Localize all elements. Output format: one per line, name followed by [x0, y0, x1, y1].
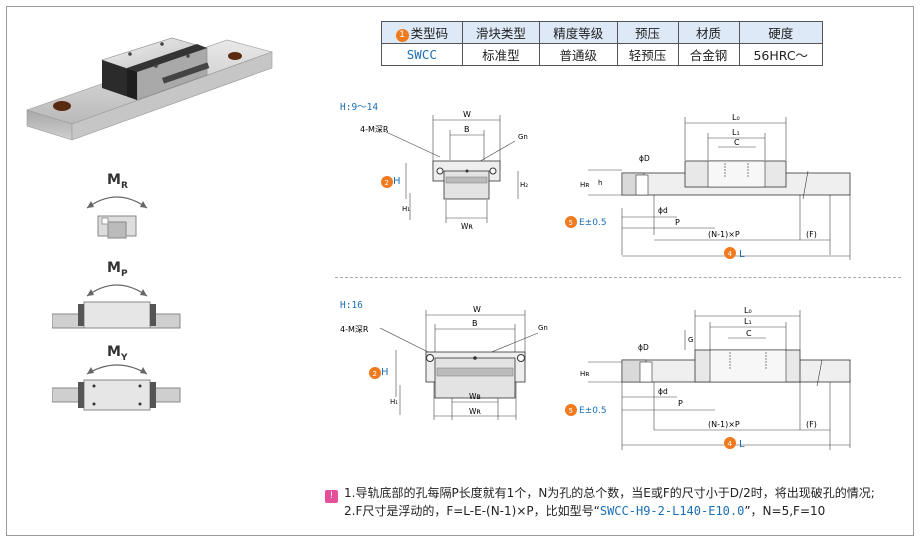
moment-mp-diagram	[51, 284, 181, 329]
svg-text:C: C	[746, 329, 752, 338]
svg-text:4: 4	[728, 440, 733, 448]
value-hardness: 56HRC～	[738, 43, 824, 66]
value-material: 合金钢	[677, 43, 740, 66]
svg-text:C: C	[734, 138, 740, 147]
section2-side-view: L₀ G L₁ C ϕD Hʀ ϕd P 5 E±0.5 (N-1)×P (F)…	[565, 306, 851, 450]
svg-text:Gn: Gn	[538, 324, 548, 332]
value-precision: 普通级	[539, 43, 618, 66]
svg-text:Wʙ: Wʙ	[469, 392, 481, 401]
section1-cross-section: W B Gn 4-M深R 2 H H₂ H₁ Wʀ	[360, 110, 528, 231]
section2-cross-section: W B Gn 4-M深R 2 H H₁ Wʙ Wʀ	[340, 305, 548, 420]
svg-text:5: 5	[569, 219, 573, 227]
header-hardness: 硬度	[738, 21, 824, 44]
section1-label: H:9～14	[340, 102, 379, 113]
notes: !1.导轨底部的孔每隔P长度就有1个，N为孔的总个数，当E或F的尺寸小于D/2时…	[325, 485, 910, 520]
svg-text:4-M深R: 4-M深R	[340, 325, 369, 334]
value-slider-type: 标准型	[461, 43, 541, 66]
note-info-icon: !	[325, 490, 338, 503]
header-preload: 预压	[616, 21, 679, 44]
svg-text:W: W	[463, 110, 471, 119]
note-line-2: 2.F尺寸是浮动的，F=L-E-(N-1)×P，比如型号“SWCC-H9-2-L…	[344, 504, 826, 518]
svg-text:ϕD: ϕD	[639, 154, 650, 163]
svg-text:2: 2	[373, 370, 377, 378]
svg-text:E±0.5: E±0.5	[579, 218, 607, 228]
svg-text:(N-1)×P: (N-1)×P	[708, 420, 740, 429]
svg-text:(N-1)×P: (N-1)×P	[708, 230, 740, 239]
svg-text:L: L	[739, 439, 745, 450]
svg-text:H₂: H₂	[520, 181, 528, 189]
svg-text:ϕD: ϕD	[638, 343, 649, 352]
svg-text:L₀: L₀	[732, 113, 740, 122]
page-frame	[6, 6, 914, 536]
svg-text:B: B	[464, 125, 470, 134]
moment-my: MY	[51, 344, 182, 424]
svg-text:P: P	[678, 399, 683, 408]
svg-text:Hʀ: Hʀ	[580, 181, 590, 189]
svg-text:L: L	[739, 249, 745, 260]
svg-text:L₁: L₁	[732, 128, 740, 137]
svg-text:G: G	[688, 336, 693, 344]
svg-text:ϕd: ϕd	[658, 387, 668, 396]
svg-text:H: H	[393, 176, 401, 187]
svg-text:Gn: Gn	[518, 133, 528, 141]
section-divider	[335, 277, 901, 278]
svg-text:4-M深R: 4-M深R	[360, 125, 389, 134]
value-type-code[interactable]: SWCC	[381, 43, 463, 66]
svg-text:Hʀ: Hʀ	[580, 370, 590, 378]
svg-text:5: 5	[569, 407, 573, 415]
badge-1: 1	[395, 29, 409, 42]
product-photo	[26, 37, 274, 141]
example-part-number[interactable]: SWCC-H9-2-L140-E10.0	[599, 504, 745, 518]
svg-text:ϕd: ϕd	[658, 206, 668, 215]
header-slider-type: 滑块类型	[461, 21, 541, 44]
svg-text:2: 2	[385, 179, 389, 187]
svg-text:(F): (F)	[806, 420, 817, 429]
moment-mp: MP	[51, 260, 182, 340]
svg-text:B: B	[472, 319, 478, 328]
header-material: 材质	[677, 21, 740, 44]
svg-text:Wʀ: Wʀ	[469, 407, 481, 416]
svg-text:P: P	[675, 218, 680, 227]
note-line-1: !1.导轨底部的孔每隔P长度就有1个，N为孔的总个数，当E或F的尺寸小于D/2时…	[325, 485, 910, 503]
svg-text:W: W	[473, 305, 481, 314]
value-preload: 轻预压	[616, 43, 679, 66]
svg-text:Wʀ: Wʀ	[461, 222, 473, 231]
spec-value-row: SWCC 标准型 普通级 轻预压 合金钢 56HRC～	[381, 43, 824, 66]
section1-side-view: L₀ L₁ C ϕD h Hʀ ϕd P 5 E±0.5 (N-1)×P (F)…	[565, 113, 851, 260]
moment-mr: MR	[52, 172, 182, 252]
moment-mr-diagram	[86, 196, 148, 239]
svg-text:L₁: L₁	[744, 317, 752, 326]
svg-text:L₀: L₀	[744, 306, 752, 315]
svg-text:H₁: H₁	[402, 205, 410, 213]
moment-my-diagram	[51, 364, 181, 411]
header-precision: 精度等级	[539, 21, 618, 44]
section2-label: H:16	[340, 300, 363, 311]
svg-text:(F): (F)	[806, 230, 817, 239]
svg-text:H: H	[381, 367, 389, 378]
svg-text:4: 4	[728, 250, 733, 258]
svg-text:h: h	[598, 179, 602, 187]
svg-text:E±0.5: E±0.5	[579, 406, 607, 416]
svg-text:H₁: H₁	[390, 398, 398, 406]
